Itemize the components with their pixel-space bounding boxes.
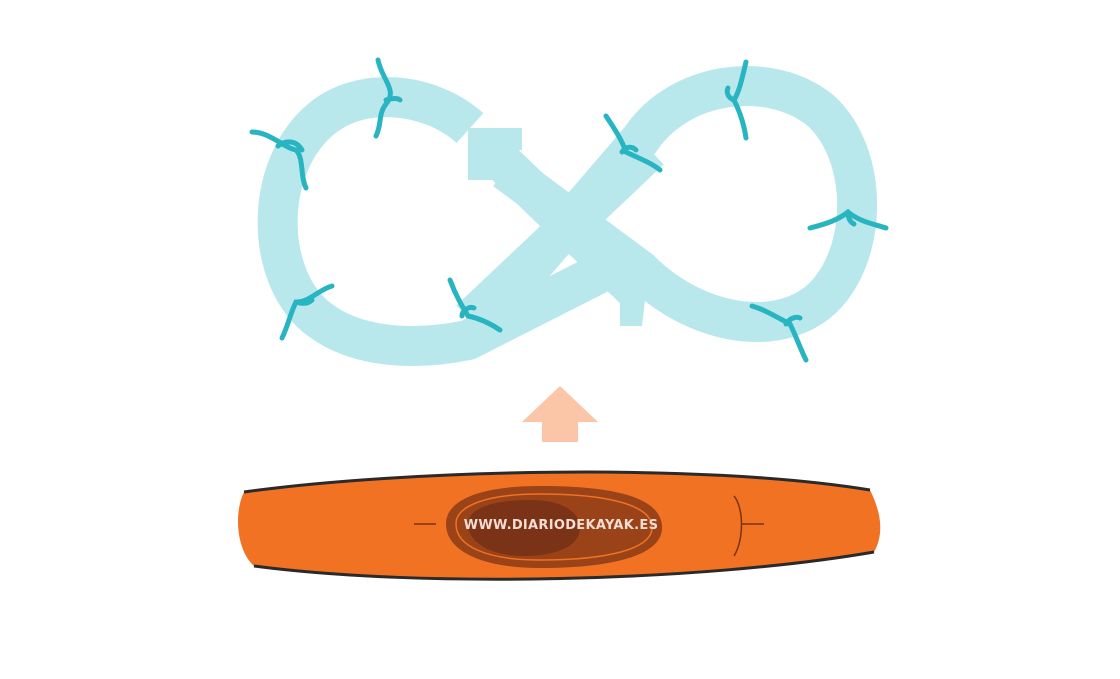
paddle-stroke-icon xyxy=(724,85,737,103)
up-arrow-icon xyxy=(522,386,598,442)
paddle-stroke-icon xyxy=(383,96,403,103)
paddle-stroke-icon xyxy=(373,57,393,139)
kayak-stern-mark xyxy=(733,495,764,557)
cockpit-inner-seat xyxy=(468,500,580,556)
cockpit-rim-line xyxy=(455,493,653,561)
paddle-stroke-icon xyxy=(249,129,309,191)
paddle-stroke-icon xyxy=(783,314,803,327)
paddle-stroke-icon xyxy=(447,277,503,333)
paddle-stroke-icon xyxy=(619,144,639,155)
paddle-stroke-icon xyxy=(845,209,857,227)
kayak-deck-line-top xyxy=(243,470,871,494)
paddle-stroke-icon xyxy=(459,305,477,319)
paddle-stroke-icon xyxy=(275,139,305,153)
cross-arm-2 xyxy=(456,135,664,335)
infinity-cross xyxy=(456,135,664,335)
watermark-text: WWW.DIARIODEKAYAK.ES xyxy=(464,518,659,533)
paddle-stroke-icon xyxy=(603,113,663,173)
paddle-stroke-icons xyxy=(249,57,889,363)
kayak-top-view-icon: WWW.DIARIODEKAYAK.ES xyxy=(238,470,881,581)
paddle-stroke-icon xyxy=(749,303,809,363)
kayak-deck-line-bottom xyxy=(253,550,875,581)
paddle-stroke-icon xyxy=(293,297,315,306)
infinity-right-loop xyxy=(493,66,878,342)
